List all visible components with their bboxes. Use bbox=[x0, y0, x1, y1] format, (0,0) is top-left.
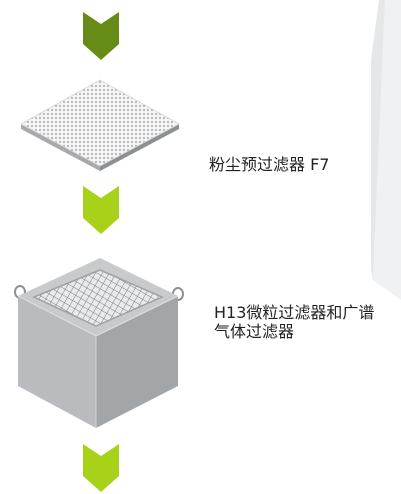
pre-filter-label: 粉尘预过滤器 F7 bbox=[209, 155, 330, 174]
flow-arrow-icon-3 bbox=[83, 444, 119, 492]
flow-arrow-icon-2 bbox=[83, 186, 119, 234]
flow-arrow-icon-1 bbox=[83, 12, 119, 60]
background-panel-shape bbox=[371, 0, 401, 300]
hepa-filter-label: H13微粒过滤器和广谱 气体过滤器 bbox=[214, 303, 401, 341]
pre-filter-plate-icon bbox=[20, 79, 180, 171]
hepa-filter-label-line-1: H13微粒过滤器和广谱 bbox=[214, 303, 375, 322]
hepa-box-filter-icon bbox=[14, 258, 184, 428]
hepa-filter-label-line-2: 气体过滤器 bbox=[214, 322, 295, 341]
